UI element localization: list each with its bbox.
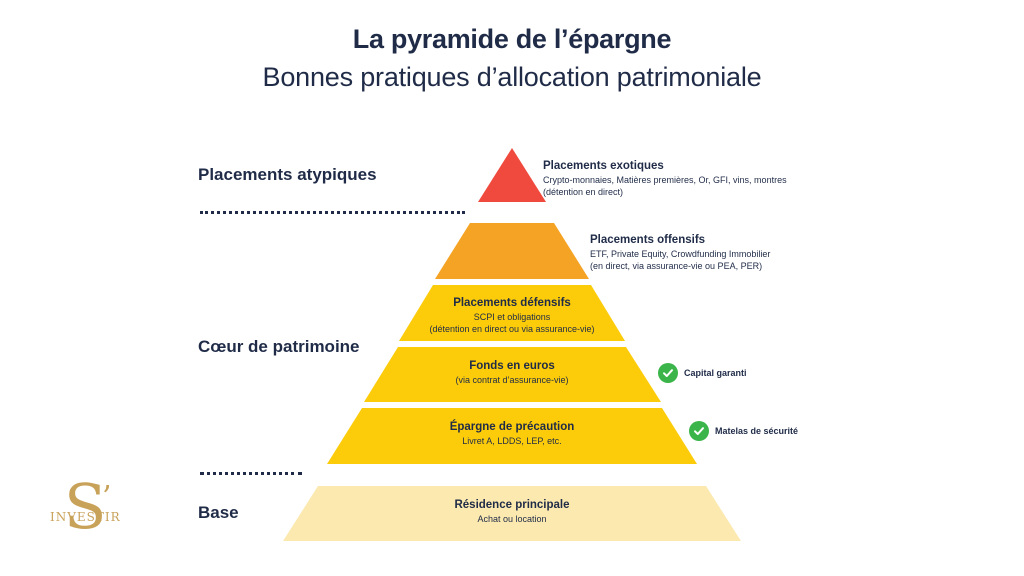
level-residence-title: Résidence principale: [454, 499, 570, 511]
level-offensive-title: Placements offensifs: [590, 234, 706, 246]
level-euro-funds-desc1: (via contrat d’assurance-vie): [455, 375, 569, 385]
level-exotic-desc2: (détention en direct): [543, 187, 624, 197]
logo-word: INVESTIR: [50, 510, 121, 524]
check-icon: [658, 363, 678, 383]
category-atypical: Placements atypiques: [198, 165, 377, 184]
level-exotic-desc1: Crypto-monnaies, Matières premières, Or,…: [543, 175, 787, 185]
level-residence-desc1: Achat ou location: [477, 514, 547, 524]
level-residence-shape: [283, 486, 741, 541]
category-base: Base: [198, 503, 239, 522]
page-title: La pyramide de l’épargne: [352, 24, 672, 54]
badge-safety-label: Matelas de sécurité: [715, 426, 799, 436]
level-offensive-desc1: ETF, Private Equity, Crowdfunding Immobi…: [590, 249, 771, 259]
level-euro-funds-shape: [364, 347, 661, 402]
badge-capital-guaranteed: Capital garanti: [658, 363, 747, 383]
category-core: Cœur de patrimoine: [198, 337, 360, 356]
level-savings-shape: [327, 408, 697, 464]
check-icon: [689, 421, 709, 441]
level-defensive-desc1: SCPI et obligations: [473, 312, 551, 322]
level-offensive-desc2: (en direct, via assurance-vie ou PEA, PE…: [590, 261, 763, 271]
investir-logo: S ’ INVESTIR: [50, 476, 130, 552]
level-defensive-shape: [399, 285, 625, 341]
separator-bottom: [200, 472, 302, 475]
level-euro-funds-title: Fonds en euros: [469, 360, 555, 372]
level-exotic-shape: [478, 148, 546, 202]
level-defensive-desc2: (détention en direct ou via assurance-vi…: [429, 324, 595, 334]
page-subtitle: Bonnes pratiques d’allocation patrimonia…: [262, 62, 762, 92]
level-defensive-title: Placements défensifs: [453, 297, 571, 309]
level-savings-desc1: Livret A, LDDS, LEP, etc.: [462, 436, 562, 446]
separator-top: [200, 211, 465, 214]
level-offensive-shape: [435, 223, 589, 279]
badge-capital-label: Capital garanti: [684, 368, 747, 378]
level-exotic-title: Placements exotiques: [543, 160, 664, 172]
logo-letter: S: [64, 470, 107, 543]
level-savings-title: Épargne de précaution: [449, 421, 575, 433]
badge-safety-cushion: Matelas de sécurité: [689, 421, 798, 441]
logo-apostrophe: ’: [102, 480, 112, 515]
